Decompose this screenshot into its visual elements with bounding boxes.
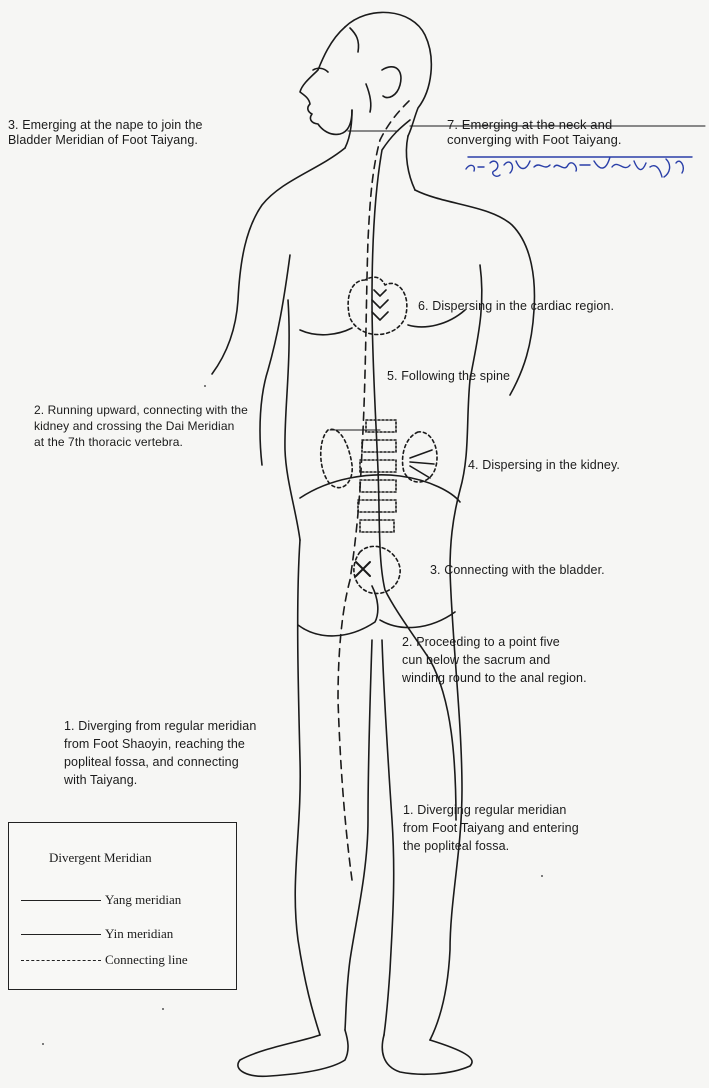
annotation-3-nape: 3. Emerging at the nape to join the Blad…: [8, 118, 203, 148]
annotation-5-spine: 5. Following the spine: [387, 369, 510, 384]
hair-detail: [350, 28, 371, 112]
right-leg-inner: [382, 640, 394, 1035]
left-shoulder: [212, 148, 345, 374]
annotation-1-shaoyin: 1. Diverging from regular meridian from …: [64, 717, 256, 789]
annotation-6-cardiac: 6. Dispersing in the cardiac region.: [418, 299, 614, 314]
left-leg-inner: [345, 640, 372, 1030]
legend-label: Yin meridian: [105, 926, 173, 942]
paper-speck: [162, 1008, 164, 1010]
right-shoulder: [415, 190, 534, 395]
annotation-4-kidney: 4. Dispersing in the kidney.: [468, 458, 620, 473]
yang-meridian-path: [372, 120, 456, 820]
cardiac-dispersion: [372, 290, 388, 320]
legend-box: Divergent Meridian Yang meridian Yin mer…: [8, 822, 237, 990]
annotation-7-neck: 7. Emerging at the neck and converging w…: [447, 117, 622, 147]
handwritten-note: [462, 153, 698, 193]
bladder-cross: [356, 562, 370, 576]
left-flank: [285, 300, 300, 540]
ear: [382, 67, 401, 98]
paper-speck: [541, 875, 543, 877]
buttock-left: [298, 586, 378, 636]
connecting-line-sample: [21, 960, 101, 961]
right-kidney: [403, 432, 437, 482]
legend-title: Divergent Meridian: [49, 850, 152, 866]
face-profile: [300, 27, 352, 134]
right-flank: [450, 380, 470, 570]
paper-speck: [42, 1043, 44, 1045]
right-foot: [382, 1035, 472, 1074]
legend-label: Yang meridian: [105, 892, 181, 908]
annotation-1-taiyang: 1. Diverging regular meridian from Foot …: [403, 801, 579, 855]
head-outline: [345, 12, 431, 136]
yin-line-sample: [21, 934, 101, 935]
paper-speck: [204, 385, 206, 387]
eye: [313, 68, 328, 72]
left-scapula: [300, 328, 352, 335]
neck-back: [406, 136, 415, 190]
right-arm-inner: [470, 265, 482, 380]
annotation-2-thoracic: 2. Running upward, connecting with the k…: [34, 402, 248, 450]
left-foot: [238, 1030, 348, 1076]
kidney-dispersion: [410, 450, 434, 478]
buttock-right: [380, 612, 455, 628]
left-leg-outer: [295, 540, 320, 1035]
waist-line: [300, 475, 460, 502]
annotation-2-sacrum: 2. Proceeding to a point five cun below …: [402, 633, 587, 687]
legend-label: Connecting line: [105, 952, 188, 968]
yang-line-sample: [21, 900, 101, 901]
annotation-3-bladder: 3. Connecting with the bladder.: [430, 563, 605, 578]
